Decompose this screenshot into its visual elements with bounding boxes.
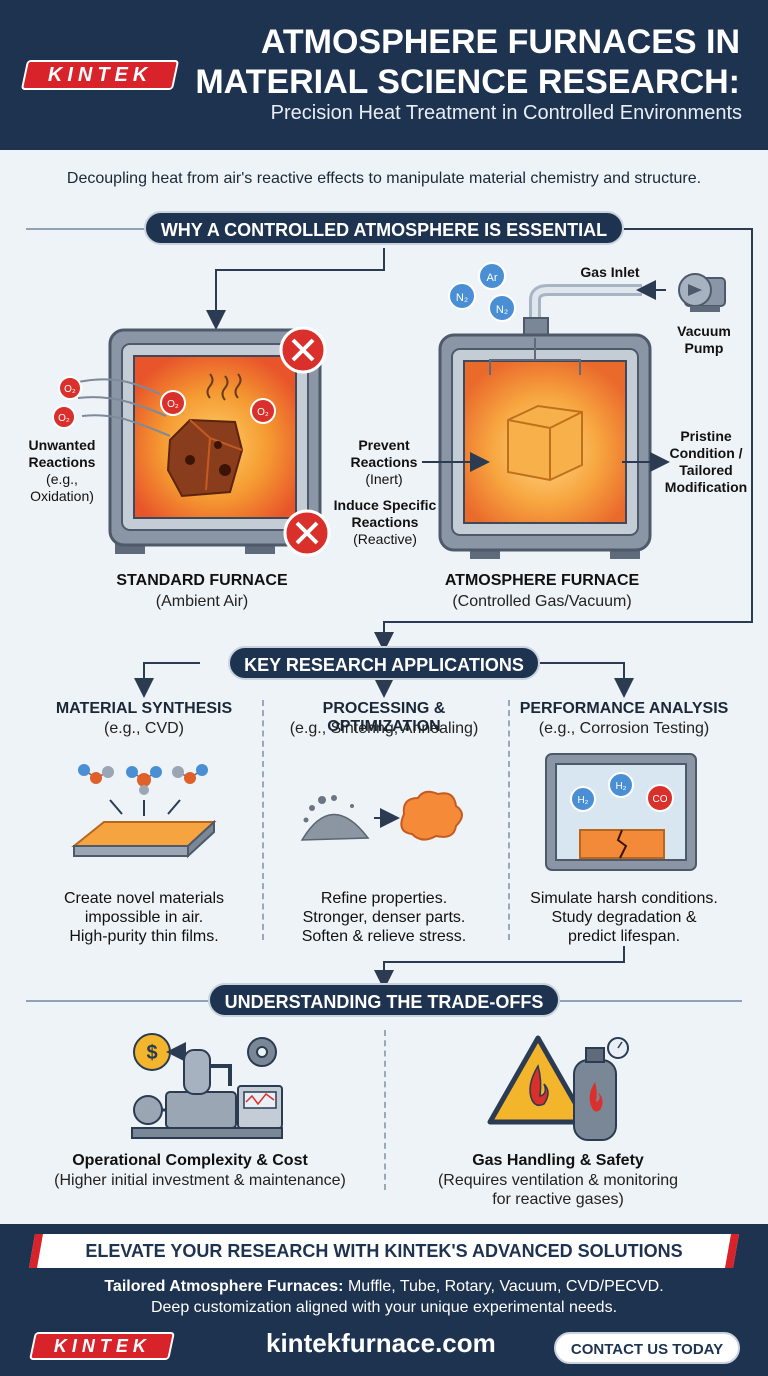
app-desc-processing: Refine properties. Stronger, denser part… bbox=[264, 889, 504, 946]
desc-line: Refine properties. bbox=[320, 890, 448, 907]
divider-line bbox=[556, 1000, 742, 1002]
dollar-symbol: $ bbox=[146, 1042, 157, 1064]
section-banner-why: WHY A CONTROLLED ATMOSPHERE IS ESSENTIAL bbox=[144, 211, 624, 245]
induce-reactions-label: Induce Specific Reactions bbox=[333, 497, 437, 530]
arrow-into-furnace bbox=[422, 452, 490, 472]
standard-furnace-title: STANDARD FURNACE bbox=[116, 572, 288, 589]
oxygen-molecule-icon: O₂ bbox=[52, 405, 76, 429]
kintek-logo-footer[interactable]: KINTEK bbox=[29, 1332, 175, 1360]
desc-line: Stronger, denser parts. bbox=[302, 909, 466, 926]
prevent-reactions-label: Prevent Reactions bbox=[350, 437, 418, 470]
standard-furnace-illustration bbox=[77, 326, 331, 557]
flow-arrow-to-synthesis bbox=[134, 662, 200, 698]
flow-arrow-to-applications bbox=[374, 228, 753, 652]
argon-molecule-icon: Ar bbox=[478, 262, 506, 290]
flow-arrow-to-performance bbox=[540, 662, 634, 698]
hydrogen-molecule-icon: H₂ bbox=[608, 772, 634, 798]
app-sub-performance: (e.g., Corrosion Testing) bbox=[538, 720, 710, 737]
intro-text: Decoupling heat from air's reactive effe… bbox=[66, 170, 702, 187]
flow-arrow-to-standard bbox=[206, 248, 385, 330]
flow-arrow-to-tradeoffs bbox=[374, 946, 625, 990]
tradeoff-safety-title: Gas Handling & Safety bbox=[472, 1152, 644, 1169]
app-title-processing: PROCESSING & OPTIMIZATION bbox=[322, 700, 446, 735]
atmosphere-furnace-illustration bbox=[438, 273, 726, 559]
desc-line: Study degradation & bbox=[551, 909, 697, 926]
carbon-monoxide-molecule-icon: CO bbox=[646, 784, 674, 812]
column-divider bbox=[384, 1030, 386, 1190]
tradeoff-safety-subtitle-2: for reactive gases) bbox=[492, 1191, 624, 1208]
column-divider bbox=[508, 700, 510, 940]
industrial-machinery-icon: $ bbox=[131, 1033, 283, 1139]
tradeoff-safety-subtitle-1: (Requires ventilation & monitoring bbox=[437, 1172, 679, 1189]
standard-furnace-subtitle: (Ambient Air) bbox=[155, 593, 249, 610]
nitrogen-molecule-icon: N₂ bbox=[488, 294, 516, 322]
app-title-performance: PERFORMANCE ANALYSIS bbox=[519, 700, 729, 717]
sintering-powder-icon bbox=[300, 790, 463, 841]
app-sub-synthesis: (e.g., CVD) bbox=[103, 720, 184, 737]
section-banner-tradeoffs: UNDERSTANDING THE TRADE-OFFS bbox=[208, 983, 560, 1017]
tradeoff-cost-title: Operational Complexity & Cost bbox=[72, 1152, 308, 1169]
app-desc-synthesis: Create novel materials impossible in air… bbox=[24, 889, 264, 946]
gas-inlet-label: Gas Inlet bbox=[580, 264, 640, 280]
hydrogen-molecule-icon: H₂ bbox=[570, 786, 596, 812]
page-subtitle: Precision Heat Treatment in Controlled E… bbox=[270, 102, 742, 124]
reactive-label: (Reactive) bbox=[353, 531, 417, 547]
footer-products-list: Muffle, Tube, Rotary, Vacuum, CVD/PECVD. bbox=[343, 1278, 664, 1295]
unwanted-reactions-label: Unwanted Reactions bbox=[28, 437, 96, 470]
app-sub-processing: (e.g., Sintering, Annealing) bbox=[289, 720, 479, 737]
oxygen-molecule-icon: O₂ bbox=[58, 376, 82, 400]
desc-line: Soften & relieve stress. bbox=[301, 928, 467, 945]
thin-film-deposition-icon bbox=[71, 764, 217, 859]
tradeoff-cost-subtitle: (Higher initial investment & maintenance… bbox=[54, 1172, 346, 1189]
desc-line: predict lifespan. bbox=[567, 928, 681, 945]
footer-banner: ELEVATE YOUR RESEARCH WITH KINTEK'S ADVA… bbox=[0, 1224, 768, 1376]
corrosion-test-chamber-icon bbox=[545, 753, 697, 871]
footer-cta-banner-text: ELEVATE YOUR RESEARCH WITH KINTEK'S ADVA… bbox=[85, 1241, 683, 1261]
footer-customization-line: Deep customization aligned with your uni… bbox=[150, 1299, 618, 1316]
app-title-synthesis: MATERIAL SYNTHESIS bbox=[55, 700, 233, 717]
app-desc-performance: Simulate harsh conditions. Study degrada… bbox=[504, 889, 744, 946]
oxygen-molecule-icon: O₂ bbox=[160, 390, 186, 416]
section-banner-applications: KEY RESEARCH APPLICATIONS bbox=[228, 646, 540, 680]
desc-line: Create novel materials bbox=[63, 890, 225, 907]
arrow-out-of-furnace bbox=[622, 452, 670, 472]
nitrogen-molecule-icon: N₂ bbox=[448, 282, 476, 310]
website-link[interactable]: kintekfurnace.com bbox=[266, 1328, 496, 1358]
footer-products-line: Tailored Atmosphere Furnaces: Muffle, Tu… bbox=[0, 1278, 768, 1296]
inert-label: (Inert) bbox=[365, 471, 403, 487]
contact-us-button[interactable]: CONTACT US TODAY bbox=[554, 1332, 740, 1364]
logo-text: KINTEK bbox=[53, 1335, 151, 1356]
atmosphere-furnace-subtitle: (Controlled Gas/Vacuum) bbox=[452, 593, 632, 610]
column-divider bbox=[262, 700, 264, 940]
desc-line: impossible in air. bbox=[84, 909, 204, 926]
divider-line bbox=[26, 1000, 212, 1002]
divider-line bbox=[26, 228, 150, 230]
desc-line: Simulate harsh conditions. bbox=[530, 890, 718, 907]
oxidation-example-label: (e.g., Oxidation) bbox=[30, 471, 94, 504]
vacuum-pump-label: Vacuum Pump bbox=[677, 323, 731, 356]
gas-safety-hazard-icon bbox=[487, 1035, 629, 1141]
pristine-condition-label: Pristine Condition / Tailored Modificati… bbox=[664, 428, 748, 495]
desc-line: High-purity thin films. bbox=[69, 928, 219, 945]
header-banner: KINTEK ATMOSPHERE FURNACES IN MATERIAL S… bbox=[0, 0, 768, 150]
footer-products-bold: Tailored Atmosphere Furnaces: bbox=[104, 1278, 344, 1295]
oxygen-molecule-icon: O₂ bbox=[250, 398, 276, 424]
atmosphere-furnace-title: ATMOSPHERE FURNACE bbox=[444, 572, 640, 589]
page-title: ATMOSPHERE FURNACES IN MATERIAL SCIENCE … bbox=[195, 23, 740, 101]
